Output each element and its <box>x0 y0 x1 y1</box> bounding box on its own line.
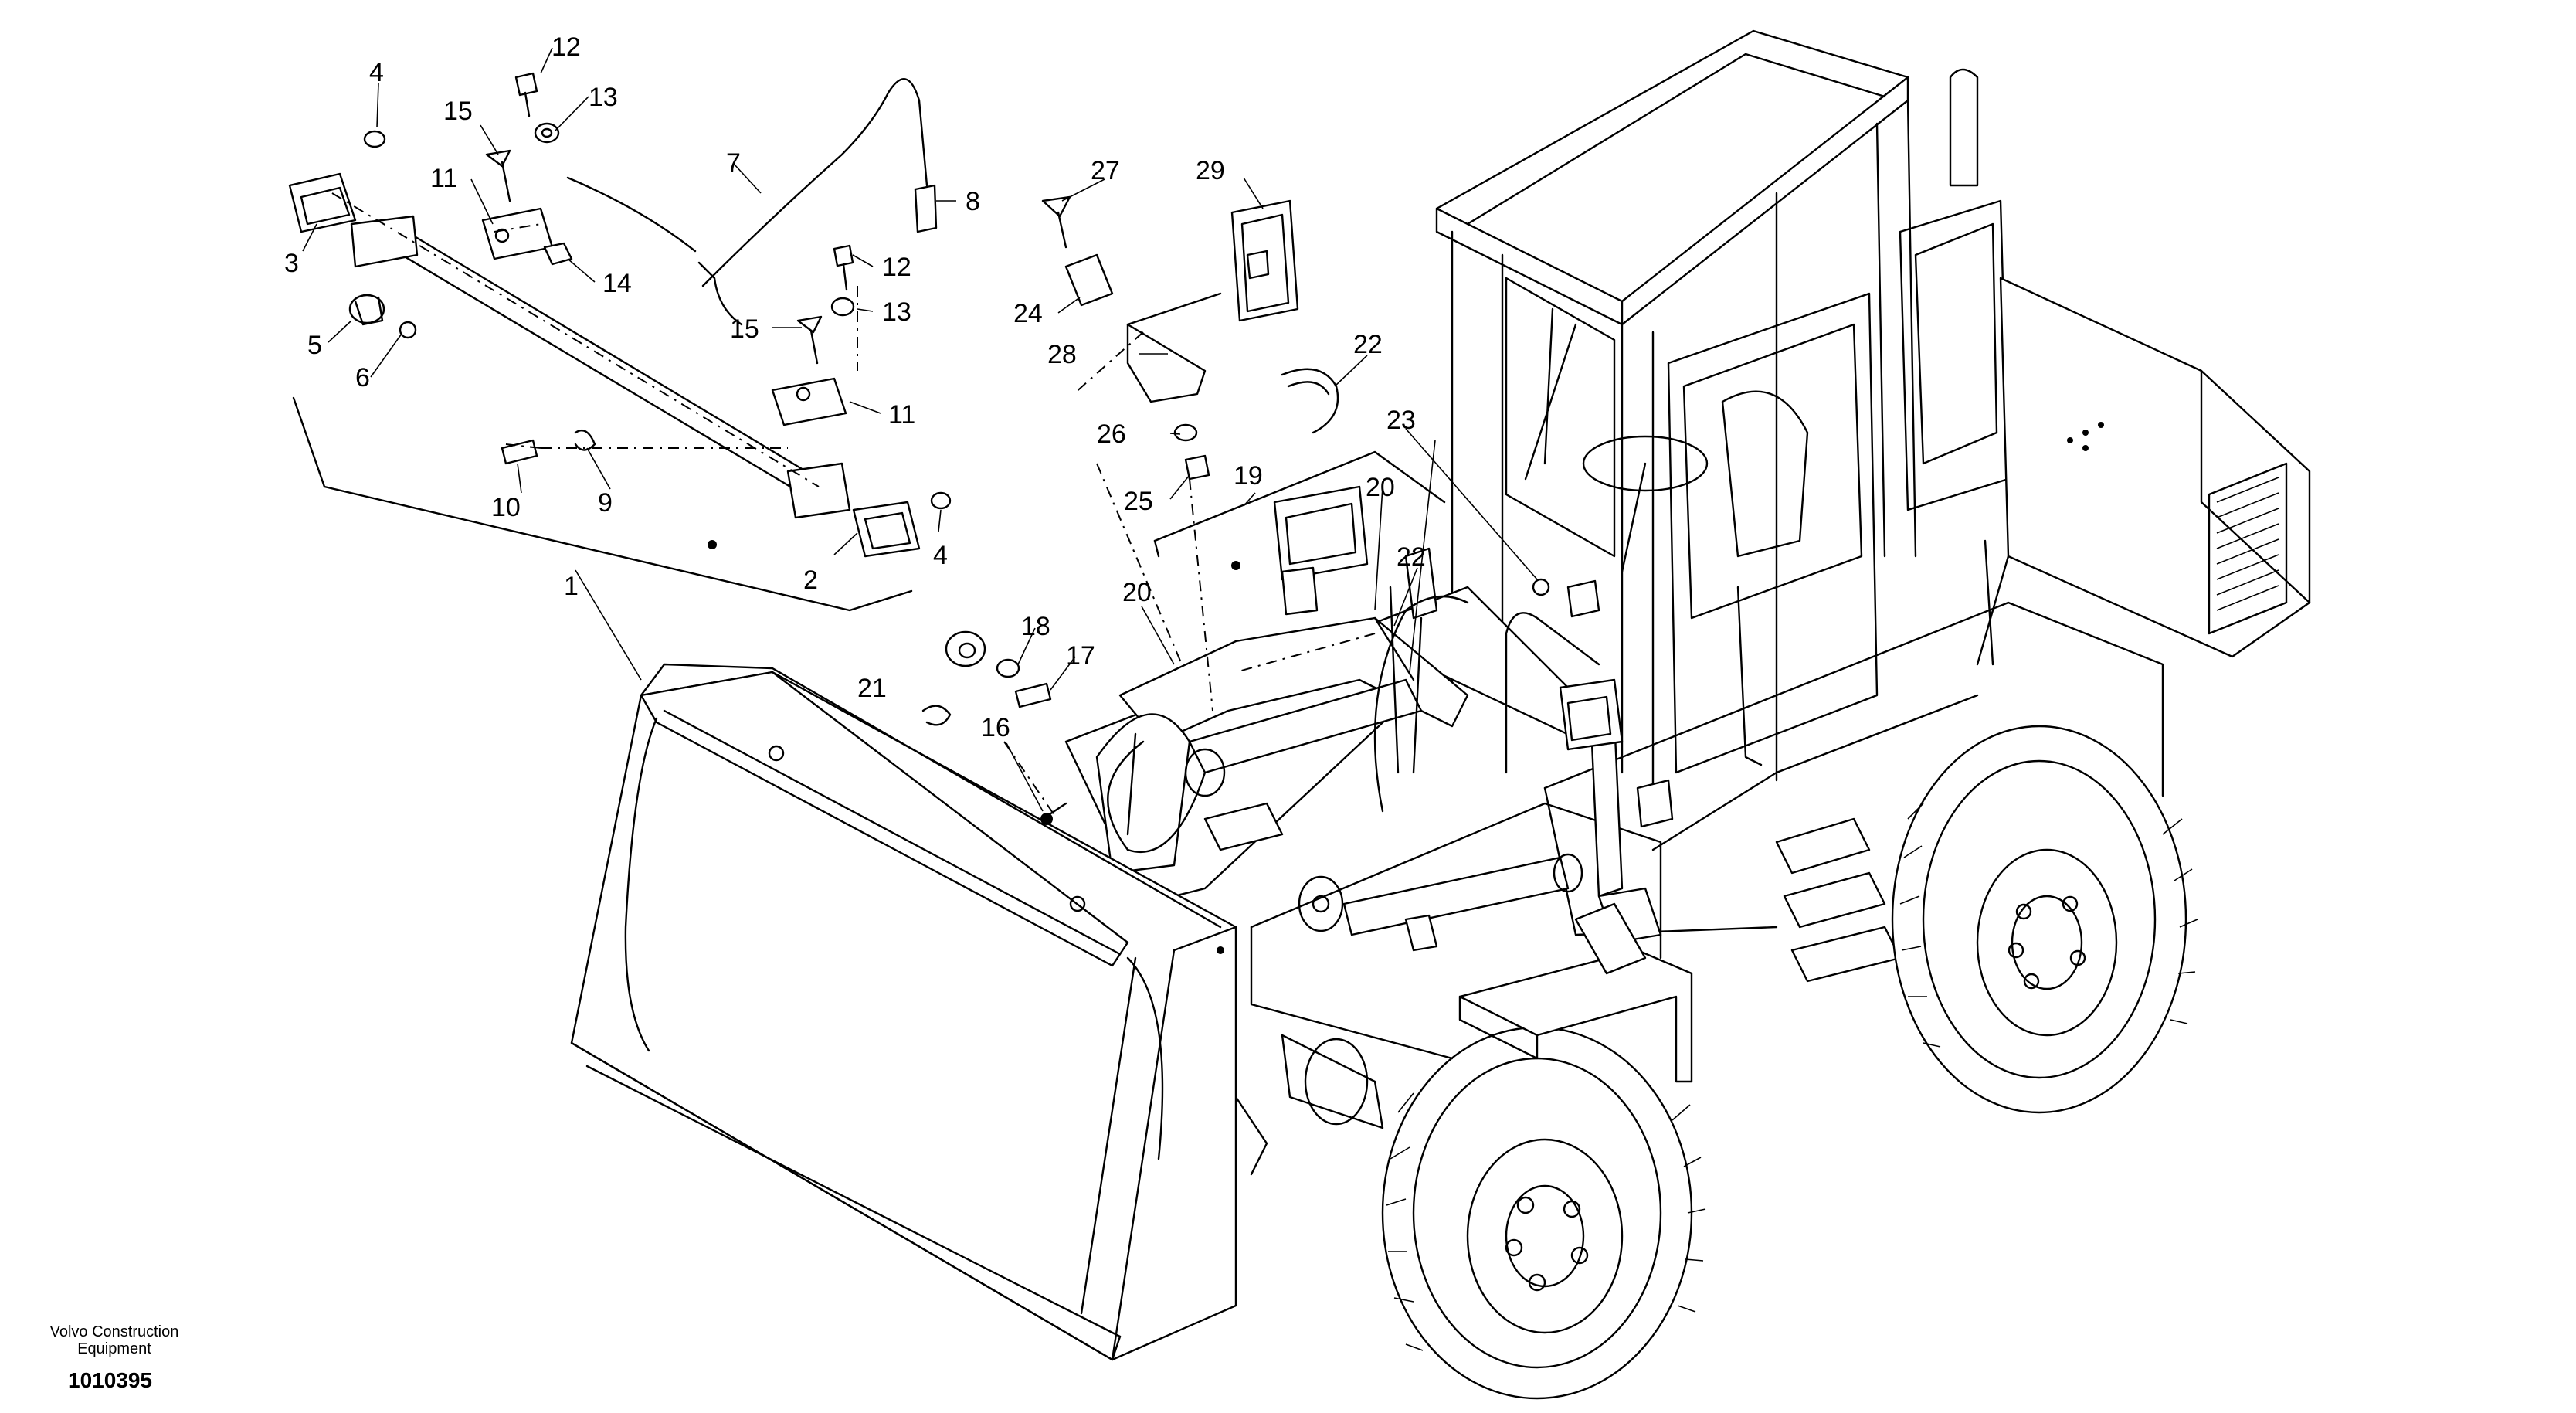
callout-17: 17 <box>1066 641 1095 671</box>
rear-light-mast <box>1273 485 1438 774</box>
callout-11-upper: 11 <box>430 164 457 193</box>
company-line-1: Volvo Construction <box>50 1323 179 1340</box>
callout-4-lower: 4 <box>933 541 948 570</box>
bucket <box>570 663 1237 1361</box>
leader-lines <box>302 47 1538 812</box>
callout-14: 14 <box>602 269 632 298</box>
callout-5: 5 <box>307 331 322 360</box>
cable-7 <box>566 78 928 326</box>
callout-9: 9 <box>598 488 613 518</box>
callout-11-lower: 11 <box>888 400 915 430</box>
callout-25: 25 <box>1124 487 1153 516</box>
callout-12-lower: 12 <box>882 253 911 282</box>
fasteners <box>363 72 1600 825</box>
front-fender <box>1458 949 1693 1083</box>
callout-19: 19 <box>1234 461 1263 491</box>
callout-21: 21 <box>857 674 887 703</box>
engine-hood <box>1976 277 2311 666</box>
lift-cylinder <box>1342 853 1583 952</box>
callout-16: 16 <box>981 713 1010 742</box>
exhaust-stack <box>1949 68 1979 187</box>
callout-27: 27 <box>1091 156 1120 185</box>
drawing-footer: Volvo Construction Equipment 1010395 <box>50 1323 179 1392</box>
callout-12-upper: 12 <box>552 32 581 62</box>
lift-arms <box>1064 586 1593 932</box>
reference-lines <box>331 192 1376 816</box>
callout-26: 26 <box>1097 419 1126 449</box>
callout-29: 29 <box>1196 156 1225 185</box>
callout-3: 3 <box>284 249 299 278</box>
callout-18: 18 <box>1021 612 1050 641</box>
callout-4-upper: 4 <box>369 58 384 87</box>
callout-8: 8 <box>966 187 980 216</box>
callout-labels: 1 2 3 4 4 5 6 7 8 9 10 11 11 12 12 13 13… <box>284 32 1426 742</box>
rear-wheel <box>1891 725 2198 1114</box>
callout-13-upper: 13 <box>589 83 618 112</box>
callout-15-lower: 15 <box>730 314 759 344</box>
callout-7: 7 <box>726 148 741 178</box>
callout-6: 6 <box>355 363 370 392</box>
callout-23: 23 <box>1386 406 1416 435</box>
callout-10: 10 <box>491 493 521 522</box>
callout-20-left: 20 <box>1122 578 1152 607</box>
callout-20-right: 20 <box>1366 473 1395 502</box>
callout-28: 28 <box>1047 340 1077 369</box>
front-wheel <box>1381 1026 1706 1400</box>
cab-frame <box>1451 99 2010 790</box>
callout-2: 2 <box>803 566 818 595</box>
callout-22-lower: 22 <box>1397 542 1426 572</box>
tilt-linkage <box>1095 678 1423 875</box>
callout-13-lower: 13 <box>882 297 911 327</box>
callout-22-upper: 22 <box>1353 330 1383 359</box>
rear-frame <box>1543 601 2164 983</box>
light-bar-assembly <box>288 172 921 558</box>
callout-1: 1 <box>564 572 579 601</box>
callout-15-upper: 15 <box>443 97 473 126</box>
wiring-harness <box>1041 595 1600 854</box>
drawing-number: 1010395 <box>68 1368 152 1392</box>
wheel-loader-drawing <box>288 29 2311 1400</box>
front-light-mast <box>1559 678 1674 975</box>
group-bracket <box>292 396 1446 612</box>
company-line-2: Equipment <box>77 1340 151 1357</box>
callout-24: 24 <box>1013 299 1043 328</box>
cab-roof <box>1435 29 1909 326</box>
